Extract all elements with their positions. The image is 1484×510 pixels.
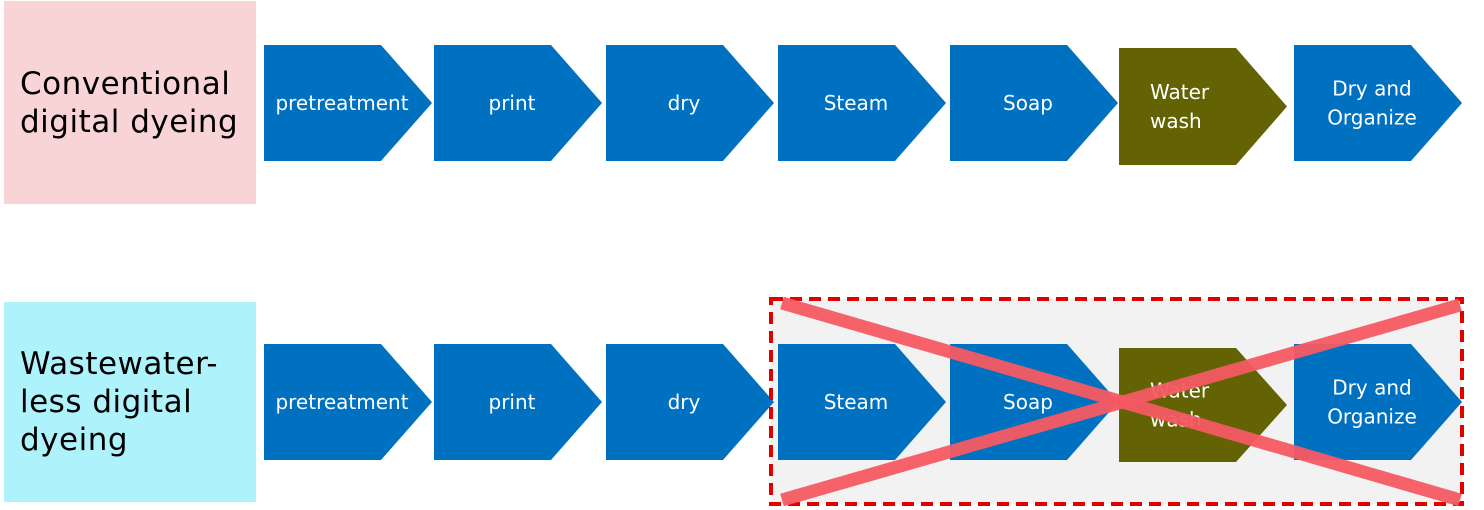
row1-step-5: Soap <box>950 45 1118 161</box>
step-label: Organize <box>1327 405 1417 429</box>
step-label: Dry and <box>1332 376 1411 400</box>
chevron-olive <box>1119 48 1287 165</box>
step-label: print <box>489 390 536 414</box>
step-label: Soap <box>1003 390 1053 414</box>
removed-region-border <box>769 297 1464 506</box>
step-label: pretreatment <box>275 91 408 115</box>
chevron-blue <box>264 344 432 460</box>
chevron-blue <box>606 45 774 161</box>
step-label: Organize <box>1327 106 1417 130</box>
wastewater-label-text: Wastewater- less digital dyeing <box>20 346 219 458</box>
step-label: dry <box>668 91 701 115</box>
row1-step-4: Steam <box>778 45 946 161</box>
row1-step-1: pretreatment <box>264 45 432 161</box>
cross-out-line-2 <box>780 298 1462 507</box>
step-label: Water <box>1150 80 1210 104</box>
row2-step-4: Steam <box>778 344 946 460</box>
row2-step-5: Soap <box>950 344 1118 460</box>
step-label: print <box>489 91 536 115</box>
chevron-blue <box>434 45 602 161</box>
step-label: pretreatment <box>275 390 408 414</box>
chevron-blue <box>264 45 432 161</box>
chevron-blue <box>1294 344 1462 460</box>
step-label: dry <box>668 390 701 414</box>
row2-step-3: dry <box>606 344 774 460</box>
step-label: Soap <box>1003 91 1053 115</box>
row1-step-6: Water wash <box>1119 48 1287 165</box>
step-label: wash <box>1150 109 1202 133</box>
chevron-blue <box>778 344 946 460</box>
chevron-blue <box>778 45 946 161</box>
chevron-blue <box>950 344 1118 460</box>
wastewater-label-box: Wastewater- less digital dyeing <box>4 302 256 502</box>
row2-step-2: print <box>434 344 602 460</box>
step-label: Dry and <box>1332 77 1411 101</box>
row1-step-2: print <box>434 45 602 161</box>
row2-step-1: pretreatment <box>264 344 432 460</box>
chevron-blue <box>950 45 1118 161</box>
chevron-blue <box>1294 45 1462 161</box>
conventional-label-text: Conventional digital dyeing <box>20 65 239 140</box>
step-label: Steam <box>824 91 889 115</box>
chevron-blue <box>606 344 774 460</box>
chevron-blue <box>434 344 602 460</box>
row1-step-3: dry <box>606 45 774 161</box>
conventional-label-box: Conventional digital dyeing <box>4 1 256 204</box>
step-label: Steam <box>824 390 889 414</box>
